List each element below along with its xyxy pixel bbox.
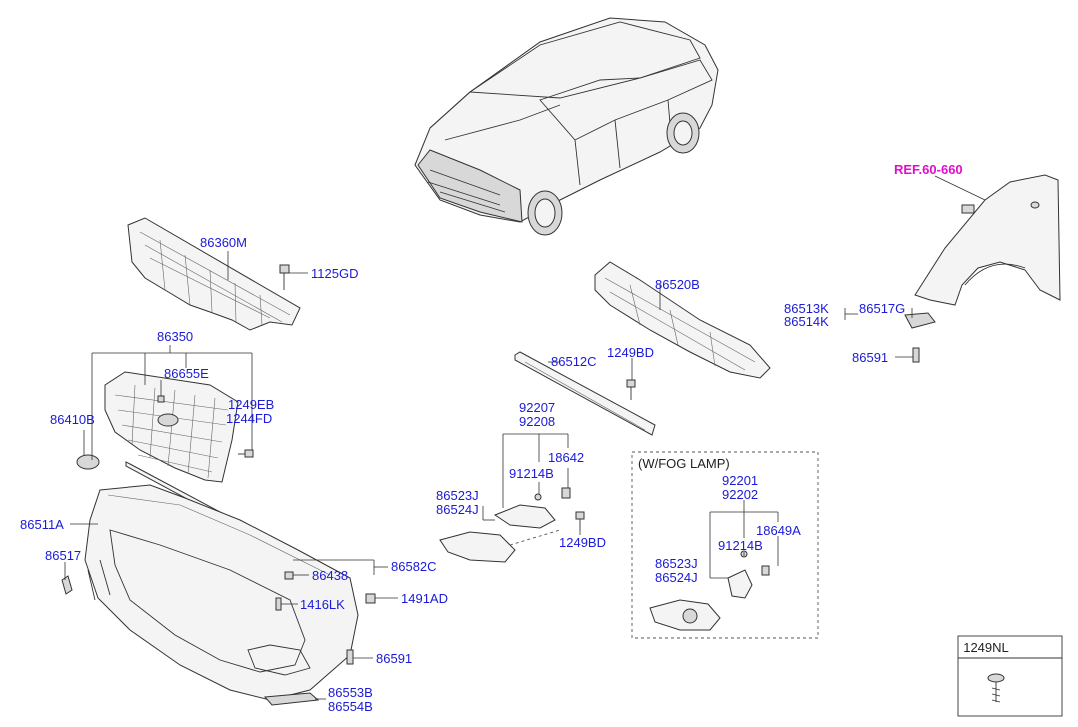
label-86511a[interactable]: 86511A: [20, 517, 64, 532]
label-92202[interactable]: 92202: [722, 487, 758, 502]
label-86350[interactable]: 86350: [157, 329, 193, 344]
label-86553b[interactable]: 86553B: [328, 685, 373, 700]
label-18642[interactable]: 18642: [548, 450, 584, 465]
label-18649a[interactable]: 18649A: [756, 523, 801, 538]
clip-86438-part[interactable]: [284, 571, 294, 580]
label-86524j[interactable]: 86524J: [436, 502, 479, 517]
label-fog-86524j[interactable]: 86524J: [655, 570, 698, 585]
label-1249bd-top[interactable]: 1249BD: [607, 345, 654, 360]
label-86591-right[interactable]: 86591: [852, 350, 888, 365]
label-1249eb[interactable]: 1249EB: [228, 397, 274, 412]
drl-lamp-part[interactable]: [493, 487, 571, 529]
bumper-bracket-part[interactable]: [514, 351, 656, 436]
clip-86655e-part[interactable]: [157, 395, 165, 403]
label-86360m[interactable]: 86360M: [200, 235, 247, 250]
label-86655e[interactable]: 86655E: [164, 366, 209, 381]
grille-assembly-part[interactable]: [104, 371, 239, 483]
screw-1249eb-part[interactable]: [238, 449, 254, 458]
fog-lamp-part[interactable]: [727, 550, 770, 599]
bolt-1249bd-top-part[interactable]: [626, 379, 636, 400]
label-1491ad[interactable]: 1491AD: [401, 591, 448, 606]
leader-lines: [64, 175, 986, 700]
label-86513k[interactable]: 86513K: [784, 301, 829, 316]
label-86520b[interactable]: 86520B: [655, 277, 700, 292]
label-92201[interactable]: 92201: [722, 473, 758, 488]
fog-lamp-group-box: [631, 451, 819, 639]
bolt-1249bd-mid-part[interactable]: [575, 511, 585, 530]
label-92207[interactable]: 92207: [519, 400, 555, 415]
bumper-cover-part[interactable]: [84, 484, 359, 701]
callout-labels: 86360M 1125GD 86350 86655E 86410B 1249EB…: [20, 162, 1009, 714]
label-1249bd-mid[interactable]: 1249BD: [559, 535, 606, 550]
clip-1416lk-part[interactable]: [275, 597, 282, 611]
screw-1249nl-icon: [987, 673, 1005, 703]
label-fog-91214b[interactable]: 91214B: [718, 538, 763, 553]
screw-86591-bottom-part[interactable]: [346, 649, 354, 665]
label-86410b[interactable]: 86410B: [50, 412, 95, 427]
label-86554b[interactable]: 86554B: [328, 699, 373, 714]
label-fog-86523j[interactable]: 86523J: [655, 556, 698, 571]
lower-molding-part[interactable]: [263, 692, 320, 706]
label-1244fd[interactable]: 1244FD: [226, 411, 272, 426]
screw-86591-right-part[interactable]: [912, 347, 920, 363]
label-1125gd[interactable]: 1125GD: [311, 266, 358, 281]
label-91214b[interactable]: 91214B: [509, 466, 554, 481]
label-86582c[interactable]: 86582C: [391, 559, 437, 574]
emblem-part[interactable]: [76, 454, 100, 470]
fog-lamp-cover-part[interactable]: [649, 599, 721, 631]
label-86591-bottom[interactable]: 86591: [376, 651, 412, 666]
label-86517g[interactable]: 86517G: [859, 301, 905, 316]
legend-label-1249nl[interactable]: 1249NL: [963, 640, 1009, 655]
fog-lamp-title: (W/FOG LAMP): [638, 456, 730, 471]
tow-cap-86517-part[interactable]: [61, 575, 73, 595]
energy-absorber-part[interactable]: [594, 261, 771, 379]
bracket-86513k-part[interactable]: [904, 312, 936, 329]
label-86523j[interactable]: 86523J: [436, 488, 479, 503]
label-86438[interactable]: 86438: [312, 568, 348, 583]
vehicle-illustration: [414, 17, 719, 236]
label-1416lk[interactable]: 1416LK: [300, 597, 345, 612]
drl-cover-part[interactable]: [439, 531, 516, 563]
label-86517[interactable]: 86517: [45, 548, 81, 563]
upper-grille-part[interactable]: [127, 217, 301, 331]
bolt-1125gd-part[interactable]: [279, 264, 290, 290]
label-86512c[interactable]: 86512C: [551, 354, 597, 369]
fender-reference-part[interactable]: [914, 174, 1061, 306]
legend-box: [957, 635, 1063, 717]
label-ref-fender[interactable]: REF.60-660: [894, 162, 963, 177]
label-86514k[interactable]: 86514K: [784, 314, 829, 329]
label-92208[interactable]: 92208: [519, 414, 555, 429]
clip-1491ad-part[interactable]: [365, 593, 376, 604]
